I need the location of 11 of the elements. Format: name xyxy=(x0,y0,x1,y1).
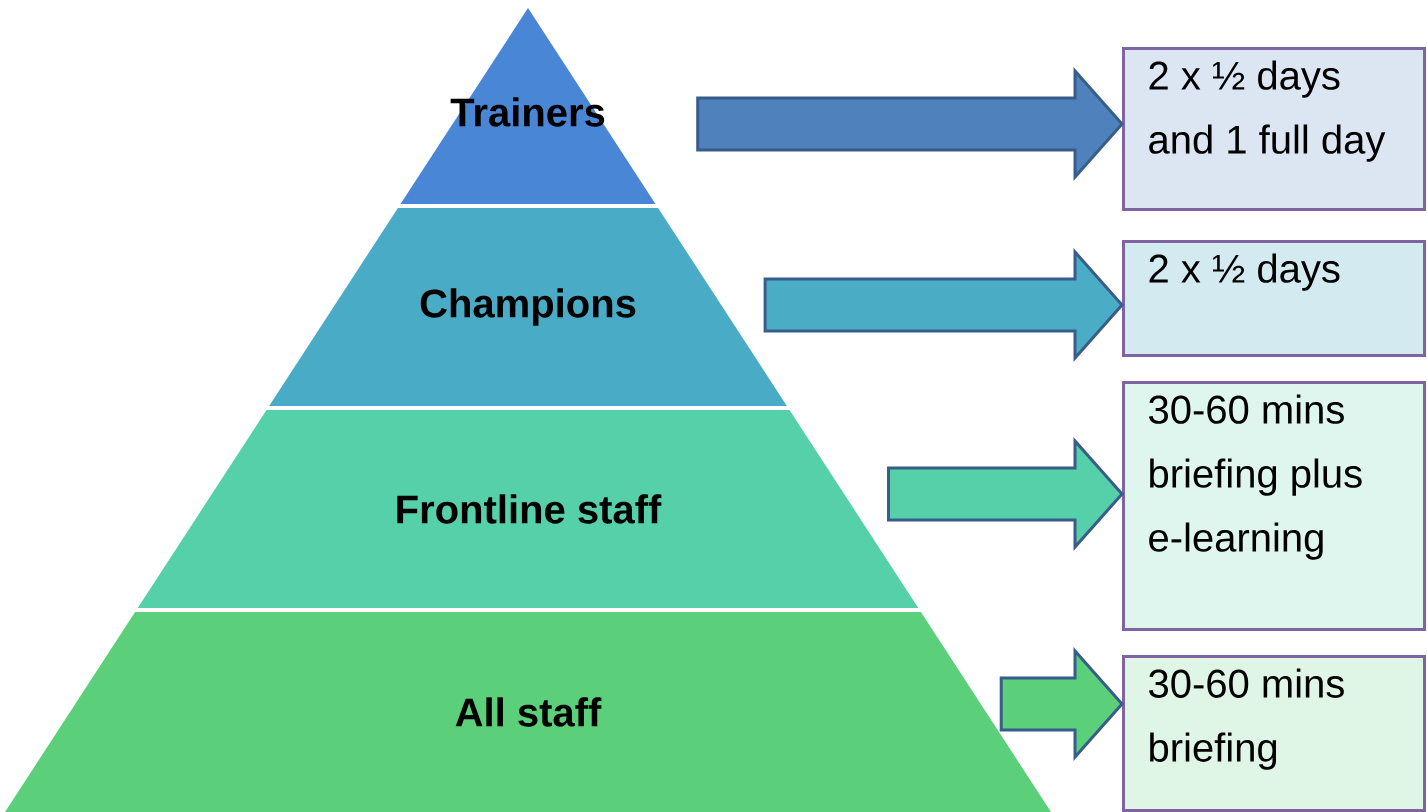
duration-box: 30-60 mins briefing xyxy=(1122,655,1426,812)
block-arrow xyxy=(763,248,1124,362)
pyramid-band: All staff xyxy=(5,612,1051,812)
pyramid-band: Frontline staff xyxy=(137,410,919,608)
block-arrow xyxy=(696,67,1124,181)
duration-box: 30-60 mins briefing plus e-learning xyxy=(1122,381,1426,631)
block-arrow xyxy=(999,647,1124,761)
duration-box: 2 x ½ days and 1 full day xyxy=(1122,47,1426,211)
pyramid-band: Champions xyxy=(269,208,787,406)
duration-box: 2 x ½ days xyxy=(1122,240,1426,357)
block-arrow xyxy=(887,437,1124,551)
